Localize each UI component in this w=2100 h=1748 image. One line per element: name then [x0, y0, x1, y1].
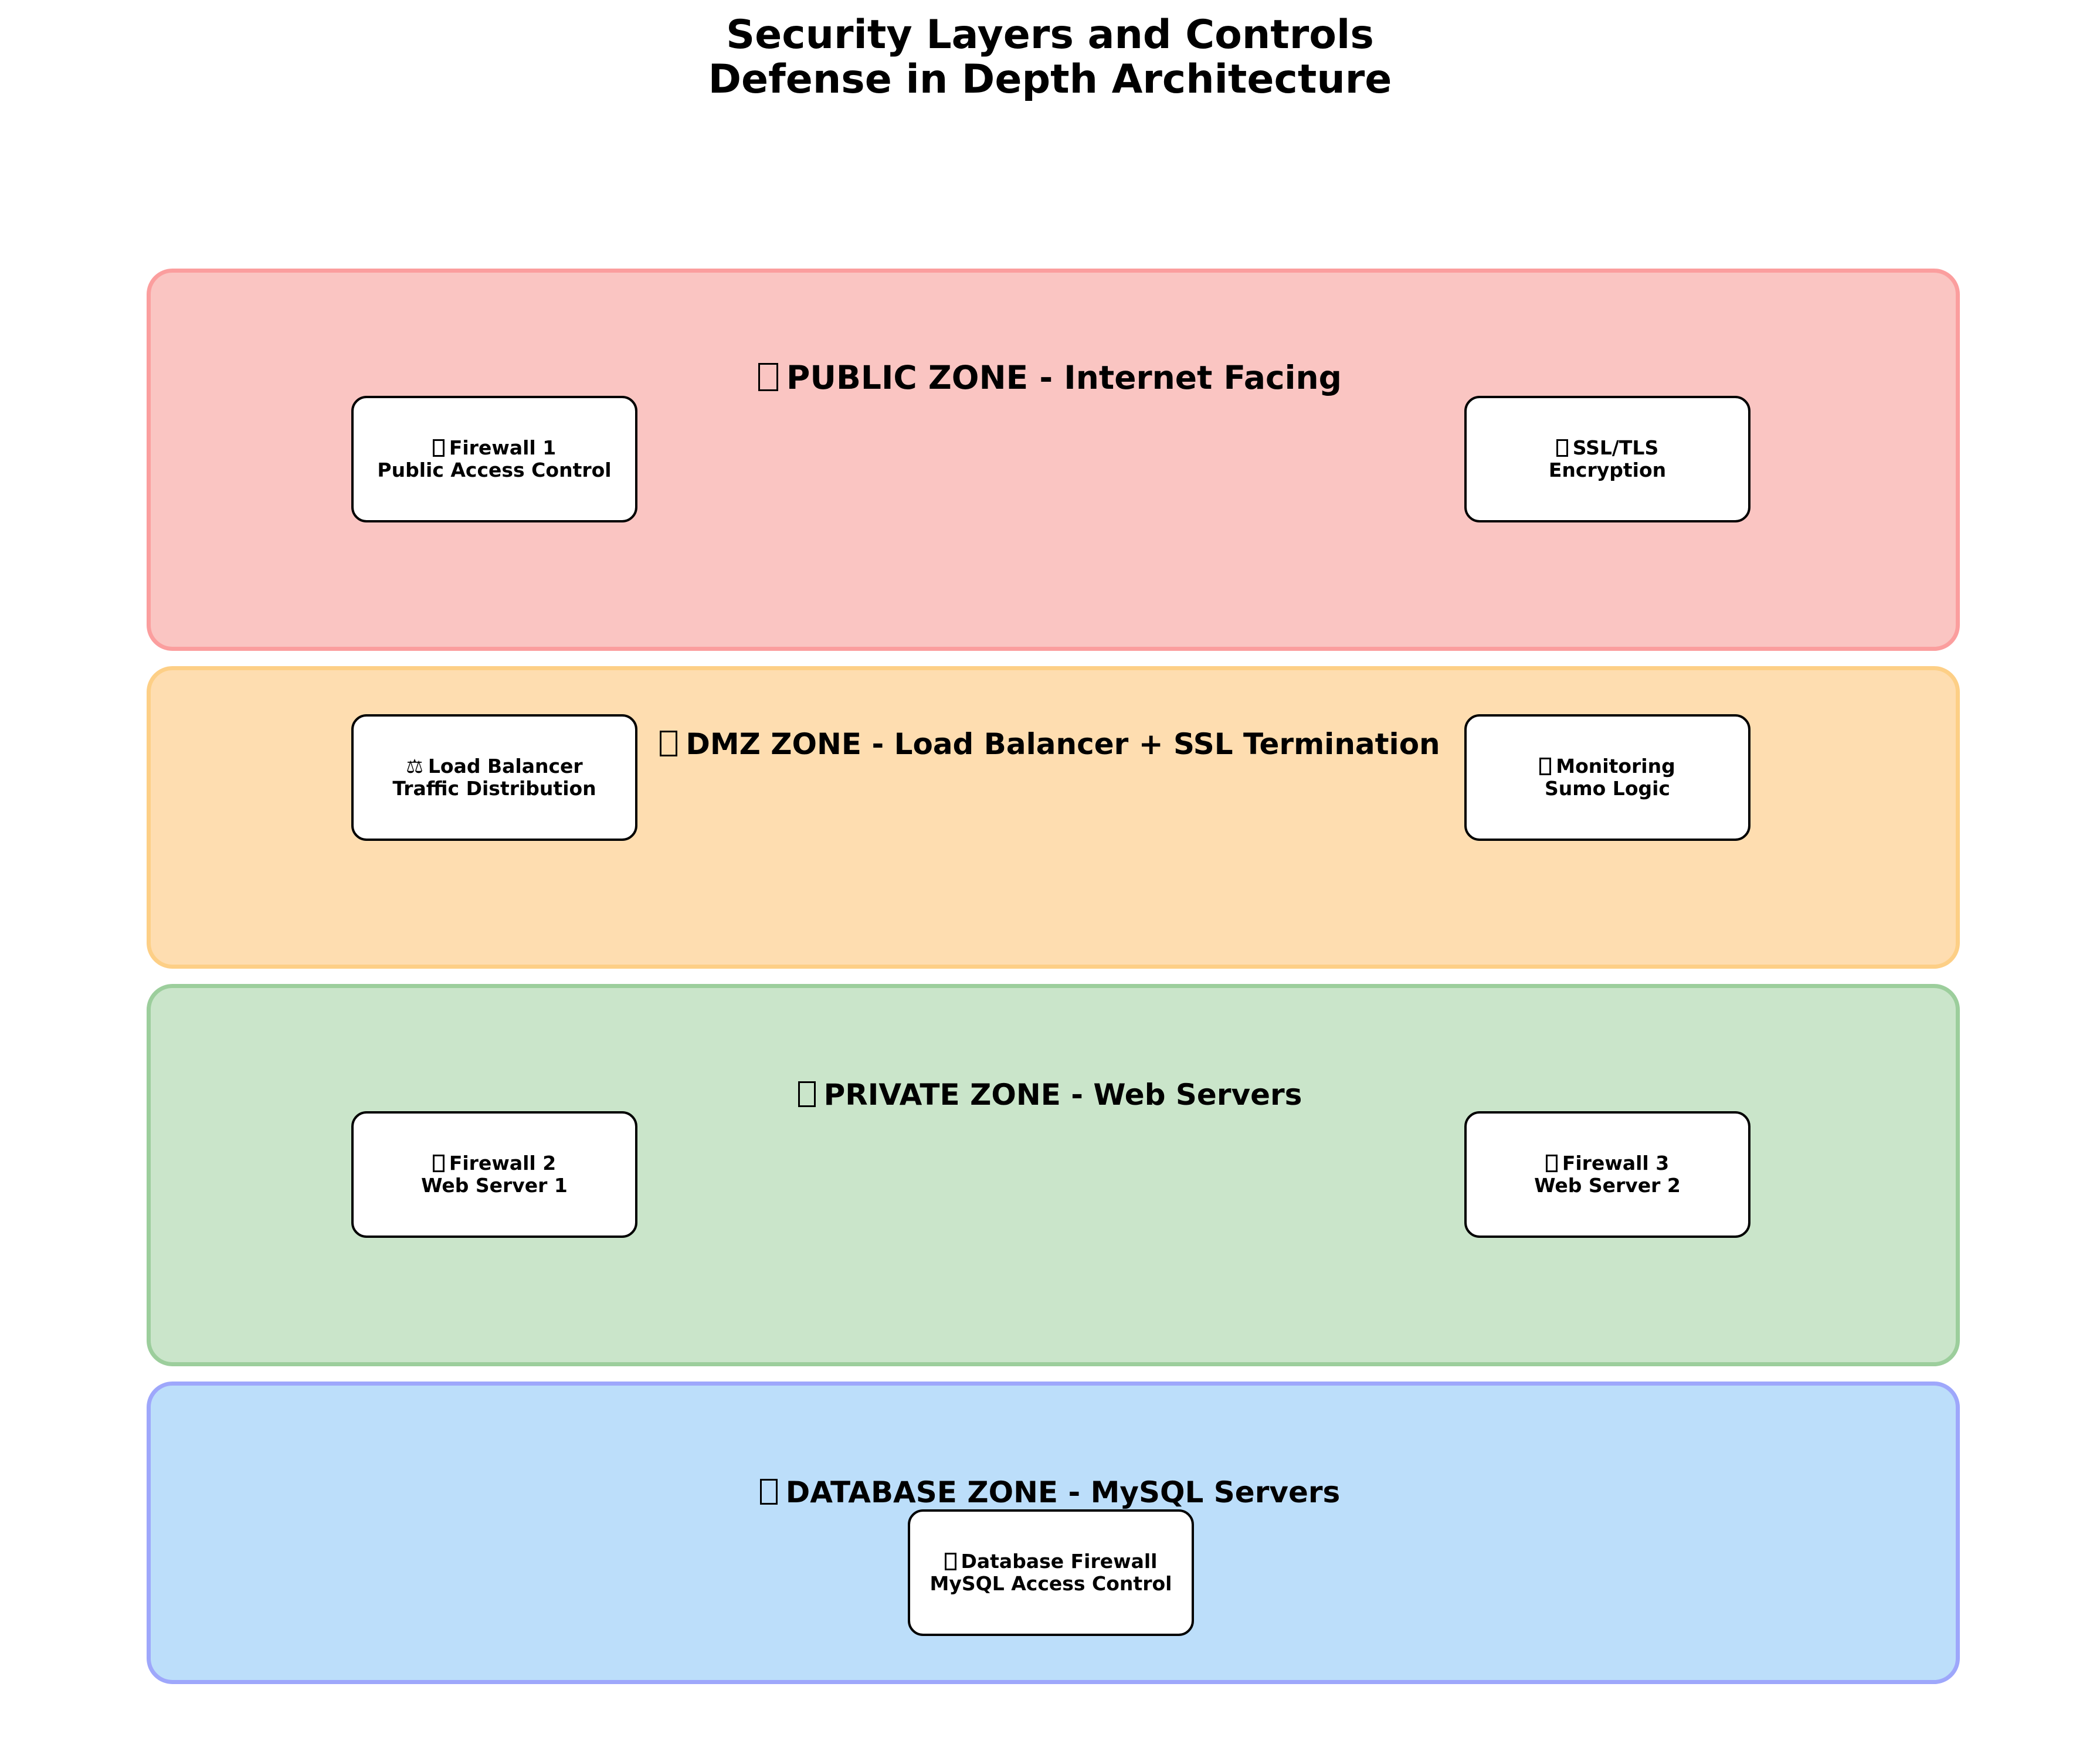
monitoring-icon — [1539, 755, 1552, 778]
public-zone-label: PUBLIC ZONE - Internet Facing — [0, 359, 2100, 396]
firewall-2-icon — [432, 1152, 445, 1175]
firewall-3-subtitle: Web Server 2 — [1534, 1174, 1681, 1197]
scales-icon: ⚖ — [406, 755, 423, 778]
monitoring-title: Monitoring — [1556, 755, 1675, 778]
database-zone-icon — [759, 1475, 778, 1509]
private-zone-icon — [798, 1078, 816, 1112]
firewall-3-box: Firewall 3 Web Server 2 — [1464, 1111, 1750, 1238]
firewall-1-icon — [432, 436, 445, 459]
database-firewall-box: Database Firewall MySQL Access Control — [908, 1509, 1194, 1636]
database-firewall-title: Database Firewall — [961, 1550, 1158, 1573]
firewall-1-title: Firewall 1 — [449, 436, 557, 459]
ssl-tls-box: SSL/TLS Encryption — [1464, 396, 1750, 522]
firewall-3-title: Firewall 3 — [1562, 1152, 1670, 1175]
diagram-title-line-2: Defense in Depth Architecture — [708, 56, 1392, 103]
diagram-title-line-1: Security Layers and Controls — [726, 12, 1374, 58]
monitoring-box: Monitoring Sumo Logic — [1464, 714, 1750, 841]
monitoring-subtitle: Sumo Logic — [1544, 777, 1670, 800]
firewall-3-icon — [1545, 1152, 1558, 1175]
load-balancer-title: Load Balancer — [428, 755, 583, 778]
dmz-zone-label: DMZ ZONE - Load Balancer + SSL Terminati… — [0, 727, 2100, 761]
dmz-zone-icon — [660, 727, 678, 761]
firewall-2-box: Firewall 2 Web Server 1 — [351, 1111, 637, 1238]
ssl-tls-title: SSL/TLS — [1572, 436, 1659, 459]
firewall-1-subtitle: Public Access Control — [377, 459, 612, 481]
load-balancer-subtitle: Traffic Distribution — [392, 777, 596, 800]
ssl-tls-subtitle: Encryption — [1548, 459, 1667, 481]
ssl-tls-icon — [1556, 436, 1568, 459]
database-firewall-icon — [944, 1550, 956, 1573]
load-balancer-box: ⚖Load Balancer Traffic Distribution — [351, 714, 637, 841]
firewall-2-title: Firewall 2 — [449, 1152, 557, 1175]
database-zone-label: DATABASE ZONE - MySQL Servers — [0, 1475, 2100, 1509]
private-zone-label: PRIVATE ZONE - Web Servers — [0, 1078, 2100, 1112]
database-firewall-subtitle: MySQL Access Control — [929, 1572, 1172, 1595]
firewall-2-subtitle: Web Server 1 — [421, 1174, 568, 1197]
public-zone-icon — [758, 359, 779, 396]
firewall-1-box: Firewall 1 Public Access Control — [351, 396, 637, 522]
